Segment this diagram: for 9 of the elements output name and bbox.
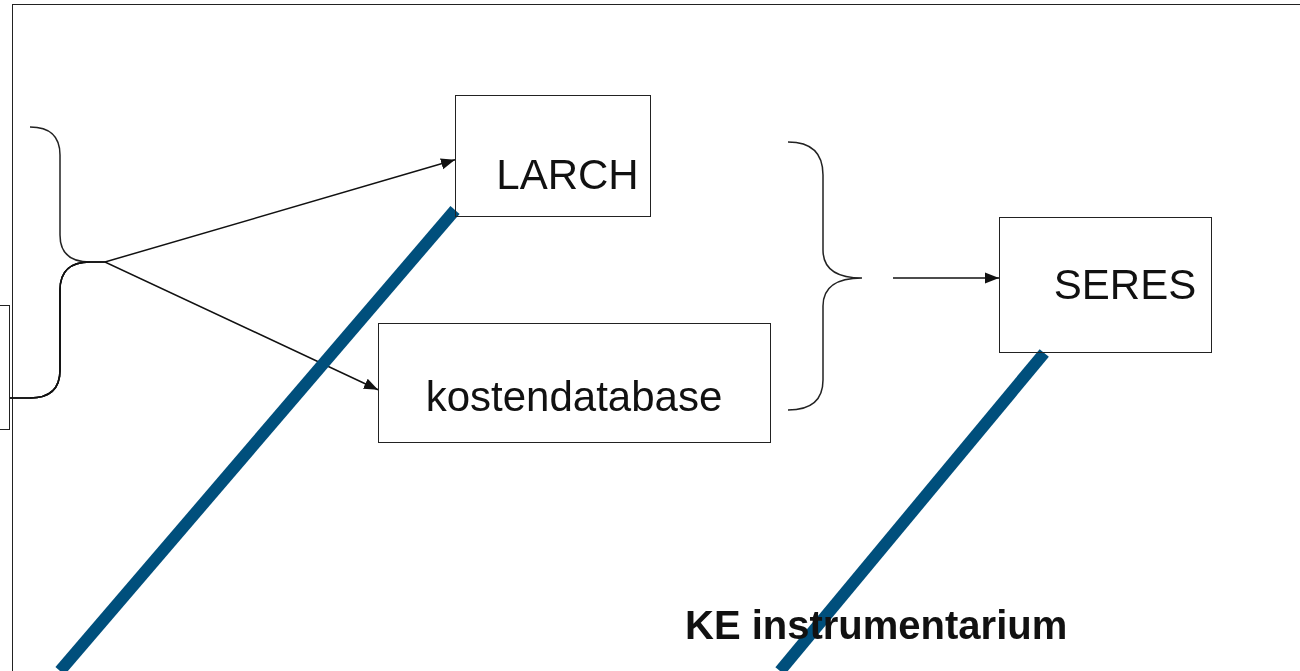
- frame-box: [12, 4, 1300, 671]
- thick-line: [775, 349, 1049, 671]
- thick-line: [55, 206, 460, 671]
- arrow: [892, 272, 1000, 284]
- arrow: [9, 261, 379, 399]
- process-box: LARCH: [454, 94, 651, 217]
- process-box: SERES: [998, 216, 1212, 353]
- process-box: kostendatabase: [377, 322, 771, 443]
- partial-box: [0, 305, 10, 430]
